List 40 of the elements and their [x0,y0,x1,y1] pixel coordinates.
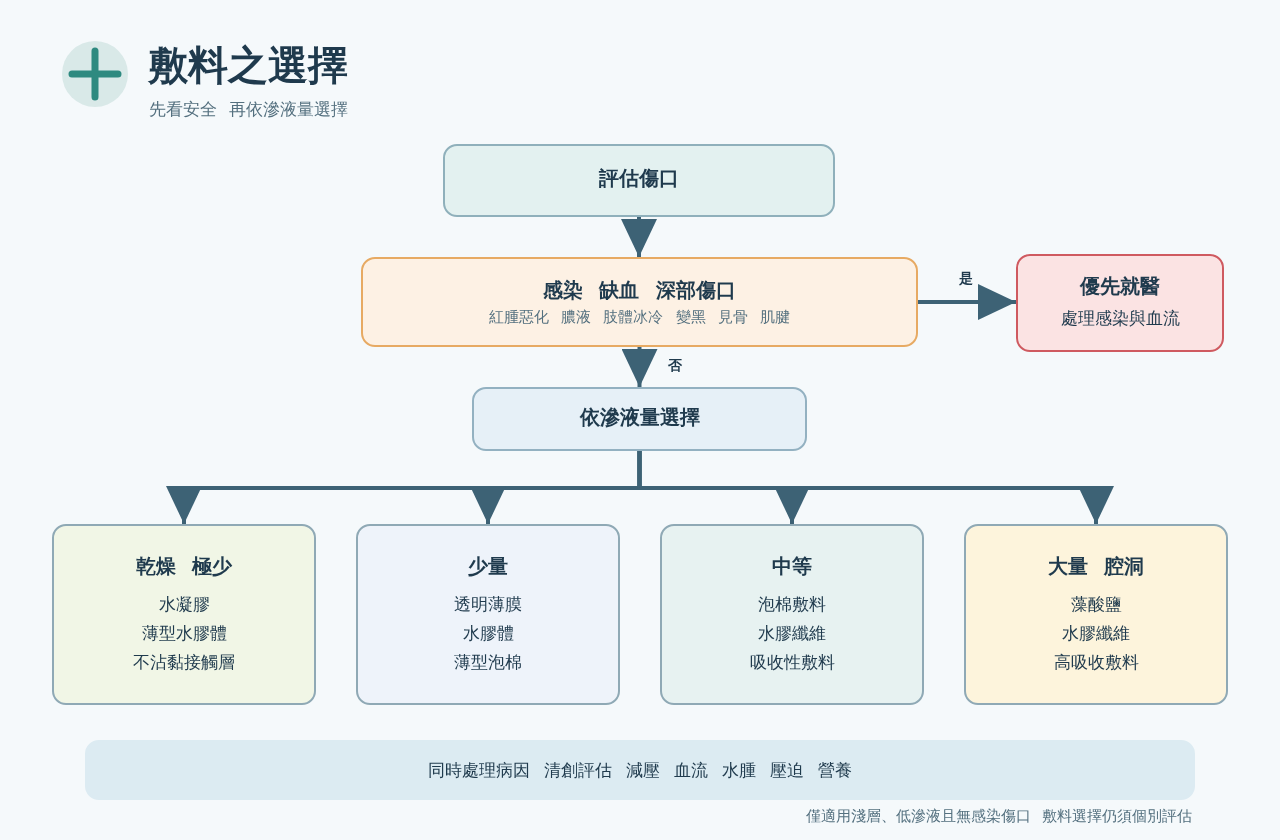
arrow [621,347,658,387]
category-card [964,524,1228,705]
text: 泡棉敷料 [758,592,826,616]
heading: 少量 [468,552,508,580]
alert-box [1016,254,1224,352]
heading: 感染 缺血 深部傷口 [542,277,737,304]
arrow [621,217,657,257]
text: 水凝膠 [158,592,210,616]
heading: 大量 腔洞 [1047,552,1145,580]
text: 不沾黏接觸層 [133,650,235,674]
category-card [52,524,316,705]
note-text: 同時處理病因 清創評估 減壓 血流 水腫 壓迫 營養 [428,758,852,782]
text: 水膠纖維 [758,621,826,645]
edge-label: 否 [665,357,684,375]
heading: 優先就醫 [1080,273,1160,300]
text: 高吸收敷料 [1053,650,1139,674]
text: 評估傷口 [599,165,679,192]
subtitle: 先看安全 再依滲液量選擇 [149,98,349,121]
text: 水膠體 [462,621,514,645]
step-box [443,144,835,217]
arrow [637,451,1114,524]
text: 透明薄膜 [454,592,522,616]
heading: 乾燥 極少 [135,552,233,580]
text: 紅腫惡化 膿液 肢體冰冷 變黑 見骨 肌腱 [488,308,791,327]
step-box [472,387,807,451]
heading: 中等 [772,552,812,580]
text: 薄型泡棉 [454,650,522,674]
text: 薄型水膠體 [141,621,227,645]
category-card [660,524,924,705]
edge-label: 是 [957,270,975,288]
note-band [85,740,1195,800]
decision-box [361,257,918,347]
text: 依滲液量選擇 [579,403,700,431]
text: 藻酸鹽 [1070,592,1122,616]
text: 處理感染與血流 [1060,307,1180,330]
category-card [356,524,620,705]
title: 敷料之選擇 [148,41,348,90]
text: 吸收性敷料 [749,650,835,674]
arrow [918,284,1016,320]
text: 水膠纖維 [1062,621,1130,645]
